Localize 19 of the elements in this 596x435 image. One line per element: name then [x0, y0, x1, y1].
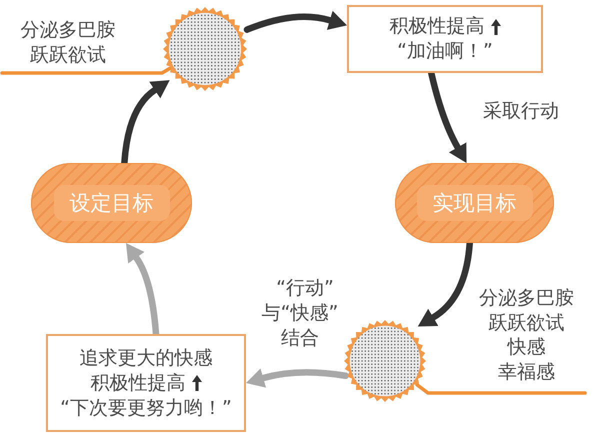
note-text: 积极性提高 — [90, 370, 186, 396]
arrow — [246, 368, 349, 388]
note-box — [46, 334, 246, 432]
note-text: 积极性提高 — [390, 14, 484, 39]
caption-text: 跃跃欲试 — [488, 310, 564, 336]
leader-line — [0, 66, 172, 75]
leader-line — [415, 383, 587, 395]
caption-text: 分泌多巴胺 — [20, 18, 116, 43]
note-text: “加油啊！” — [397, 39, 493, 64]
caption-text: 幸福感 — [498, 360, 555, 385]
arrow — [244, 10, 348, 33]
goal-label: 设定目标 — [54, 185, 170, 221]
caption-text: 跃跃欲试 — [30, 43, 106, 68]
note-box — [347, 5, 543, 73]
goal-label: 实现目标 — [416, 185, 532, 221]
caption-text: 分泌多巴胺 — [479, 286, 574, 311]
note-text: “下次要更努力哟！” — [60, 396, 232, 420]
caption-text: 快感 — [508, 335, 546, 360]
note-text: 追求更大的快感 — [80, 346, 212, 370]
